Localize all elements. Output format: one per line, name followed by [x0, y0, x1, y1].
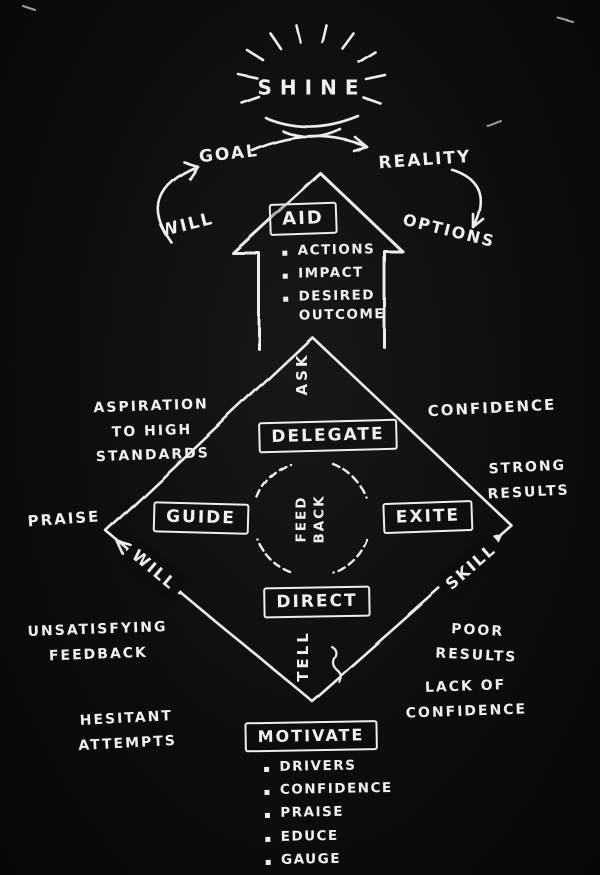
big-arrow-shape	[231, 171, 404, 351]
bullet-text: DRIVERS	[279, 757, 357, 775]
shine-label: SHINE	[257, 75, 367, 100]
list-item: DRIVERS	[263, 756, 392, 776]
bullet-icon	[282, 288, 299, 307]
bullet-text: GAUGE	[280, 850, 342, 868]
delegate-box: DELEGATE	[258, 418, 398, 454]
bullet-text: EDUCE	[280, 827, 339, 845]
aid-title-box: AID	[268, 201, 338, 237]
bullet-icon	[264, 827, 281, 846]
aspiration-label: ASPIRATION TO HIGH STANDARDS	[93, 396, 211, 466]
aid-bullet-list: ACTIONS IMPACT DESIRED OUTCOME	[281, 240, 386, 325]
motivate-title-box: MOTIVATE	[244, 720, 378, 752]
bullet-icon	[264, 804, 281, 823]
exite-box: EXITE	[382, 499, 474, 535]
bullet-text: DESIRED OUTCOME	[298, 287, 386, 324]
sunburst-rays	[236, 23, 388, 138]
direct-box: DIRECT	[263, 585, 371, 619]
motivate-bullet-list: DRIVERS CONFIDENCE PRAISE EDUCE GAUGE	[263, 756, 394, 869]
bullet-text: CONFIDENCE	[279, 780, 393, 799]
unsatisfying-feedback-label: UNSATISFYING FEEDBACK	[27, 619, 168, 664]
bullet-text: ACTIONS	[297, 241, 376, 259]
goal-label: GOAL	[198, 141, 260, 168]
list-item: IMPACT	[282, 263, 385, 283]
hesitant-attempts-label: HESITANT ATTEMPTS	[77, 708, 178, 754]
list-item: GAUGE	[265, 849, 394, 869]
praise-label: PRAISE	[27, 507, 101, 531]
bullet-text: IMPACT	[297, 264, 364, 282]
list-item: EDUCE	[264, 826, 393, 846]
noise-marks	[23, 6, 573, 127]
list-item: ACTIONS	[281, 240, 384, 260]
tell-squiggle	[329, 644, 342, 684]
poor-results-label: POOR RESULTS	[434, 621, 518, 666]
bullet-text: PRAISE	[280, 804, 345, 822]
bullet-icon	[263, 758, 280, 777]
lack-of-confidence-label: LACK OF CONFIDENCE	[405, 677, 528, 722]
bullet-icon	[265, 851, 282, 870]
tell-label: TELL	[293, 630, 312, 682]
feedback-coil-arcs	[255, 462, 368, 574]
bullet-icon	[282, 265, 299, 284]
bullet-icon	[281, 242, 298, 261]
strong-results-label: STRONG RESULTS	[487, 457, 571, 503]
bullet-icon	[263, 781, 280, 800]
list-item: CONFIDENCE	[263, 779, 393, 800]
diamond-outline	[104, 335, 513, 703]
ask-label: ASK	[292, 352, 311, 396]
will-axis-arrowhead	[115, 539, 133, 556]
guide-box: GUIDE	[152, 501, 250, 535]
list-item: DESIRED OUTCOME	[282, 287, 385, 325]
grow-cycle-arrows	[157, 134, 486, 245]
list-item: PRAISE	[264, 802, 393, 822]
feedback-label: FEED BACK	[293, 494, 327, 544]
